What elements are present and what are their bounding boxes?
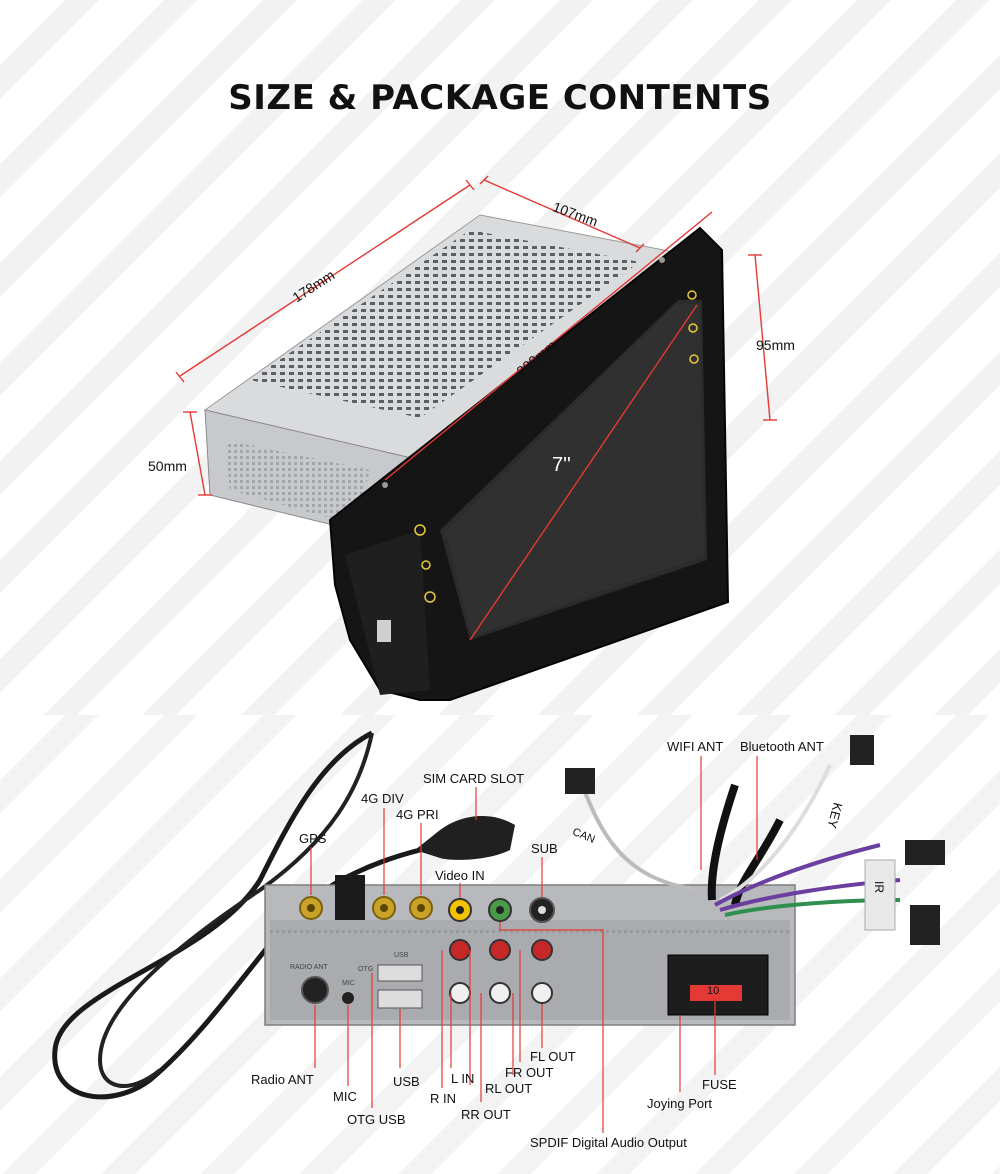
panel-print-mic: MIC xyxy=(342,980,355,987)
chassis-vents xyxy=(250,230,640,418)
head-unit-illustration xyxy=(175,175,777,701)
fuse-value-label: 10 xyxy=(707,985,720,997)
volume-up-icon[interactable] xyxy=(421,560,431,570)
rr-out-label: RR OUT xyxy=(461,1107,511,1122)
4g-pri-label: 4G PRI xyxy=(396,807,439,822)
screen-size-label: 7'' xyxy=(552,454,571,476)
can-connector xyxy=(565,768,595,794)
r-in-jack[interactable] xyxy=(449,939,471,961)
usb-port[interactable] xyxy=(377,989,423,1009)
bluetooth-ant-label: Bluetooth ANT xyxy=(740,739,824,754)
ir-cable-label: IR xyxy=(872,881,886,893)
panel-print-radio-ant: RADIO ANT xyxy=(290,964,328,971)
back-icon[interactable] xyxy=(689,354,699,364)
home-icon[interactable] xyxy=(688,323,698,333)
l-in-jack[interactable] xyxy=(449,982,471,1004)
rca-red-row xyxy=(449,939,553,961)
fuse xyxy=(690,985,742,1001)
spdif-label: SPDIF Digital Audio Output xyxy=(530,1135,687,1150)
gps-cable-loop xyxy=(97,732,374,1088)
otg-usb-label: OTG USB xyxy=(347,1112,406,1127)
fl-out-label: FL OUT xyxy=(530,1049,576,1064)
wifi-ant-label: WIFI ANT xyxy=(667,739,724,754)
ir-receiver xyxy=(864,859,896,931)
mic-socket[interactable] xyxy=(342,992,354,1004)
thickness-dimension-label: 50mm xyxy=(148,458,187,474)
radio-ant-label: Radio ANT xyxy=(251,1072,314,1087)
sub-label: SUB xyxy=(531,841,558,856)
rl-out-label: RL OUT xyxy=(485,1081,533,1096)
aux-connector xyxy=(910,905,940,945)
sim-antenna-module xyxy=(415,815,515,860)
reset-hole xyxy=(659,257,665,263)
volume-down-icon[interactable] xyxy=(424,591,436,603)
fr-out-jack[interactable] xyxy=(531,939,553,961)
radio-ant-socket[interactable] xyxy=(301,976,329,1004)
page-title: SIZE & PACKAGE CONTENTS xyxy=(228,78,772,118)
mic-hole xyxy=(382,482,388,488)
sim-card-slot-label: SIM CARD SLOT xyxy=(423,771,525,786)
otg-usb-port[interactable] xyxy=(377,964,423,982)
ir-connector xyxy=(905,840,945,865)
joying-port-label: Joying Port xyxy=(647,1096,713,1111)
l-in-label: L IN xyxy=(451,1071,475,1086)
height-dimension-label: 95mm xyxy=(756,337,795,353)
power-button-icon[interactable] xyxy=(414,524,426,536)
key-connector xyxy=(850,735,874,765)
fl-out-jack[interactable] xyxy=(531,982,553,1004)
sim-cable-plug xyxy=(335,875,365,920)
4g-div-label: 4G DIV xyxy=(361,791,404,806)
fuse-label: FUSE xyxy=(702,1077,737,1092)
rca-white-row xyxy=(449,982,553,1004)
panel-print-otg: OTG xyxy=(358,966,374,973)
usb-label: USB xyxy=(393,1074,420,1089)
rr-out-jack[interactable] xyxy=(489,939,511,961)
video-in-label: Video IN xyxy=(435,868,485,883)
rl-out-jack[interactable] xyxy=(489,982,511,1004)
dimension-lines xyxy=(175,175,777,641)
gps-label: GPS xyxy=(299,831,327,846)
fr-out-label: FR OUT xyxy=(505,1065,554,1080)
bracket-slot xyxy=(377,620,391,642)
nav-icon[interactable] xyxy=(687,290,697,300)
leader-lines xyxy=(310,756,758,1133)
r-in-label: R IN xyxy=(430,1091,456,1106)
mounting-bracket xyxy=(345,530,430,695)
mic-label: MIC xyxy=(333,1089,357,1104)
panel-print-usb: USB xyxy=(394,952,409,959)
